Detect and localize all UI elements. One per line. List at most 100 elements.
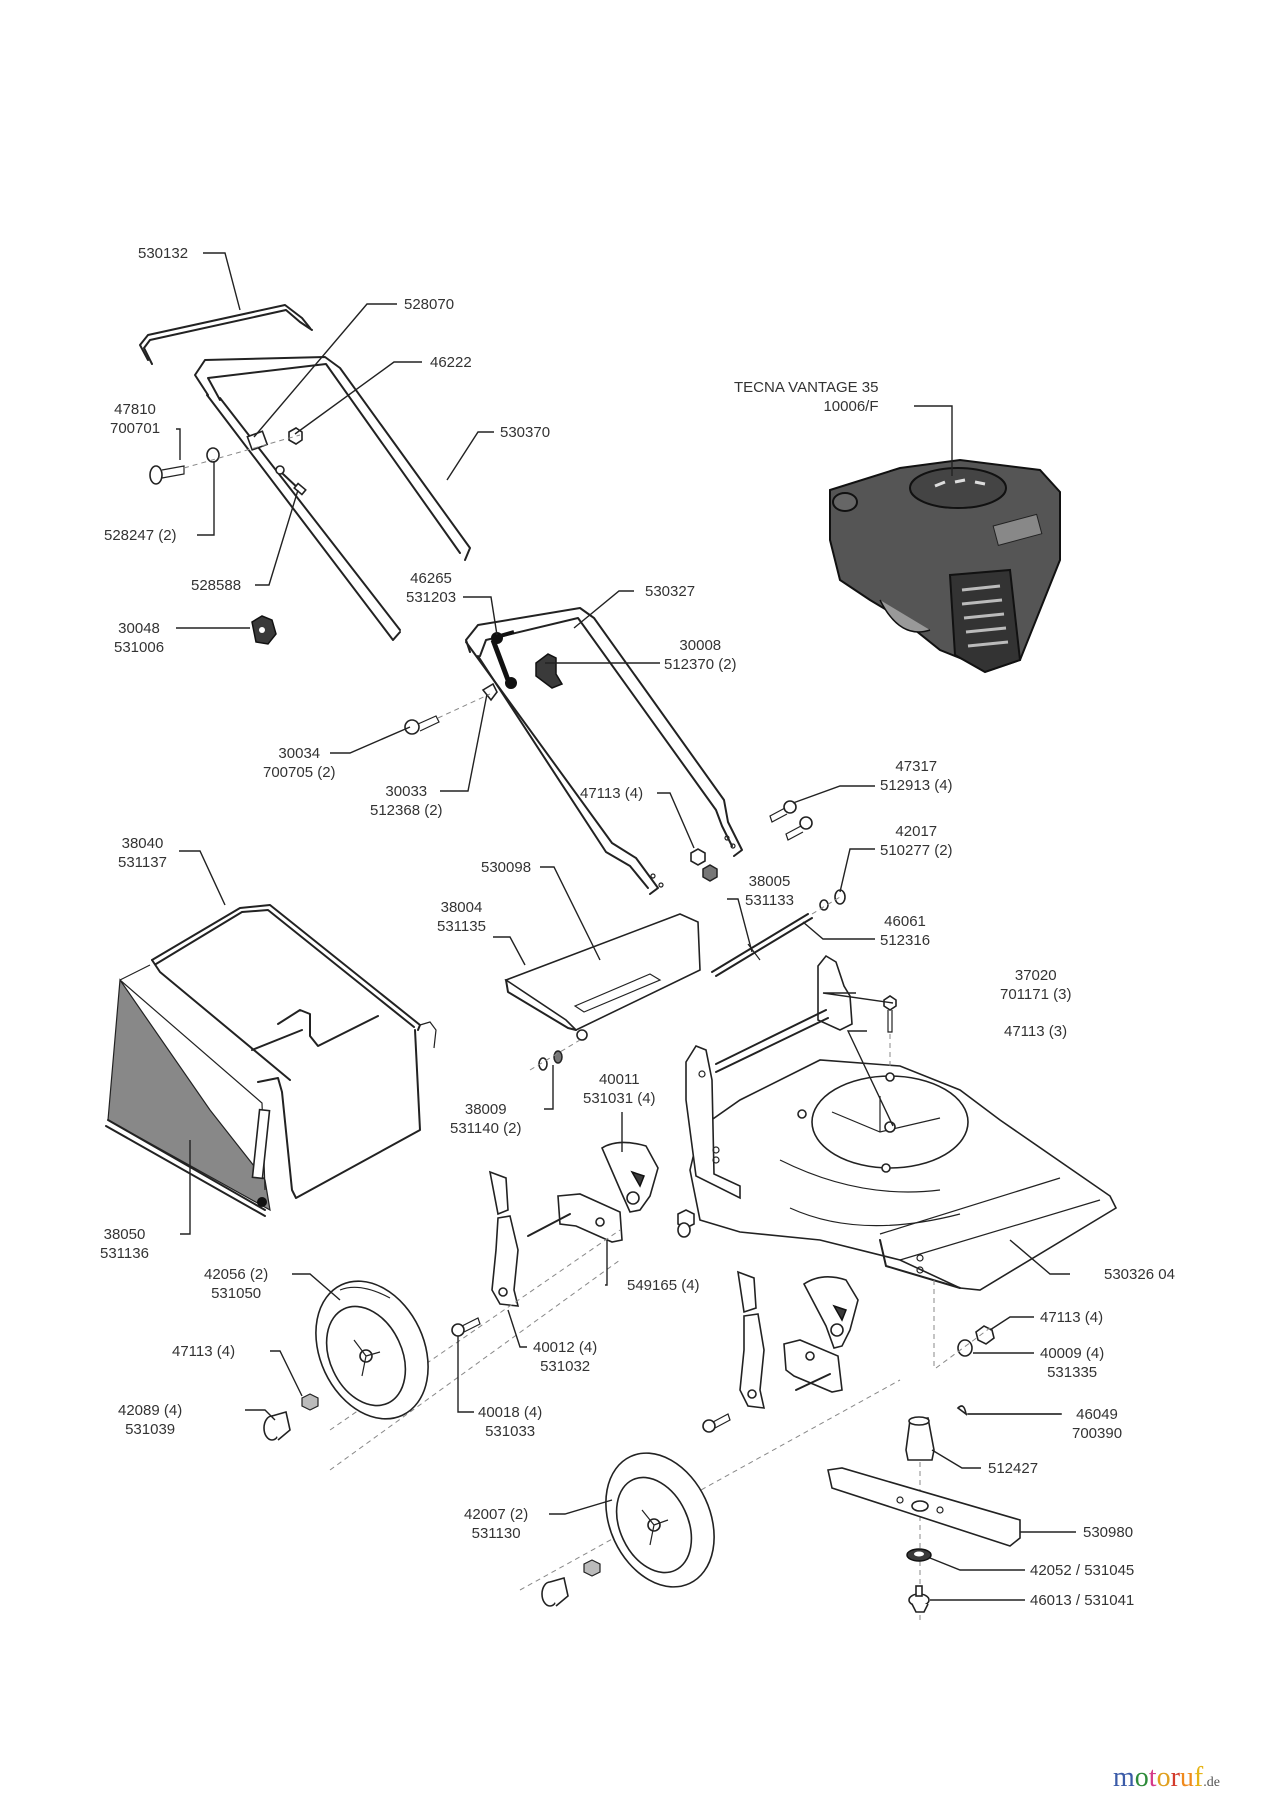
part-number: 47317 — [895, 758, 938, 775]
nut-part-30033 — [481, 682, 498, 702]
part-number: 512427 — [988, 1460, 1039, 1477]
part-number: 40012 (4) — [533, 1339, 598, 1356]
hub-cap-part-42089 — [263, 1410, 291, 1441]
engine-model: TECNA VANTAGE 35 — [734, 379, 879, 396]
hub-cap-part — [541, 1576, 569, 1607]
lower-handle-part — [465, 607, 743, 895]
part-number: 531031 (4) — [583, 1090, 656, 1107]
part-number: 701171 (3) — [1000, 986, 1072, 1003]
callout-530370: 530370 — [500, 423, 550, 442]
blade-bolt-part-46013 — [908, 1585, 930, 1613]
callout-38005: 38005 531133 — [745, 872, 794, 910]
part-number: 30008 — [679, 637, 722, 654]
part-number: 528588 — [191, 577, 242, 594]
part-number: 531032 — [540, 1358, 591, 1375]
watermark-logo: motoruf.de — [1113, 1762, 1220, 1794]
part-number: 40011 — [598, 1071, 640, 1088]
callout-528070: 528070 — [404, 295, 454, 314]
callout-40009: 40009 (4)531335 — [1040, 1344, 1104, 1382]
part-number: 528247 (2) — [104, 527, 177, 544]
callout-40018: 40018 (4)531033 — [478, 1403, 542, 1441]
part-number: 530370 — [500, 424, 551, 441]
callout-47113-wheel: 47113 (4) — [172, 1342, 235, 1361]
cable-part-528588 — [275, 465, 307, 496]
part-number: 46222 — [430, 354, 472, 371]
upper-bar-part — [139, 304, 313, 365]
part-number: 531136 — [100, 1245, 149, 1262]
cable-clip-part-30048 — [251, 615, 277, 645]
axle-bracket-part-549165 — [527, 1193, 623, 1243]
blade-adapter-part-512427 — [905, 1416, 935, 1461]
part-number: 530980 — [1083, 1524, 1134, 1541]
part-number: 531130 — [471, 1525, 521, 1542]
part-number: 531033 — [485, 1423, 536, 1440]
part-number: 531137 — [118, 854, 167, 871]
part-number: 42052 / 531045 — [1030, 1562, 1135, 1579]
callout-42052: 42052 / 531045 — [1030, 1561, 1134, 1580]
part-number: 531133 — [745, 892, 794, 909]
brand-letter: t — [1148, 1762, 1157, 1793]
callout-40011: 40011 531031 (4) — [583, 1070, 656, 1108]
nut-part-47113 — [690, 848, 706, 866]
part-number: 38005 — [748, 873, 791, 890]
part-number: 47113 (4) — [1040, 1309, 1104, 1326]
part-number: 30033 — [385, 783, 428, 800]
bolt-part-40018 — [451, 1317, 481, 1337]
part-number: 530098 — [481, 859, 532, 876]
brand-letter: m — [1113, 1762, 1135, 1793]
callout-40012: 40012 (4) 531032 — [533, 1338, 597, 1376]
part-number: 700705 (2) — [263, 764, 336, 781]
part-number: 549165 (4) — [627, 1277, 700, 1294]
callout-42089: 42089 (4)531039 — [118, 1401, 182, 1439]
callout-530132: 530132 — [138, 244, 188, 263]
part-number: 40009 (4) — [1040, 1345, 1105, 1362]
part-number: 30034 — [278, 745, 321, 762]
brand-letter: o — [1134, 1762, 1149, 1793]
bolt-part-40018 — [702, 1413, 731, 1433]
lever-plate-part-40012 — [488, 1170, 520, 1307]
part-number: 47113 (3) — [1004, 1023, 1068, 1040]
engine-code: 10006/F — [823, 398, 879, 415]
part-number: 700701 — [110, 420, 161, 437]
discharge-flap-part — [504, 913, 701, 1041]
callout-47317: 47317 512913 (4) — [880, 757, 953, 795]
part-number: 510277 (2) — [880, 842, 953, 859]
callout-38050: 38050 531136 — [100, 1225, 149, 1263]
key-part-46049 — [956, 1405, 968, 1416]
part-number: 530327 — [645, 583, 696, 600]
part-number: 528070 — [404, 296, 455, 313]
part-number: 531050 — [211, 1285, 262, 1302]
brand-letter: r — [1170, 1762, 1180, 1793]
callout-30033: 30033 512368 (2) — [370, 782, 443, 820]
part-number: 512368 (2) — [370, 802, 443, 819]
nut-part-47113 — [975, 1325, 995, 1345]
part-number: 38040 — [121, 835, 164, 852]
callout-47113-deck: 47113 (3) — [1004, 1022, 1067, 1041]
part-number: 38050 — [103, 1226, 146, 1243]
leader-lines — [176, 252, 1076, 1601]
callout-42056: 42056 (2)531050 — [204, 1265, 268, 1303]
bolt-part-30034 — [404, 715, 440, 735]
part-number: 512913 (4) — [880, 777, 953, 794]
washer-part-38009 — [553, 1050, 563, 1064]
part-number: 512316 — [880, 932, 931, 949]
washer-part-42017 — [834, 889, 846, 905]
axle-bracket-part-549165 — [783, 1339, 843, 1393]
grass-bag-part — [105, 904, 437, 1217]
callout-549165: 549165 (4) — [627, 1276, 700, 1295]
bolt-part-47317 — [769, 800, 813, 841]
callout-42007: 42007 (2)531130 — [464, 1505, 528, 1543]
callout-46013: 46013 / 531041 — [1030, 1591, 1134, 1610]
part-number: 46013 / 531041 — [1030, 1592, 1135, 1609]
part-number: 38004 — [440, 899, 483, 916]
callout-47113-handle: 47113 (4) — [580, 784, 643, 803]
part-number: 531140 (2) — [450, 1120, 522, 1137]
washer-part-528247 — [206, 447, 220, 463]
